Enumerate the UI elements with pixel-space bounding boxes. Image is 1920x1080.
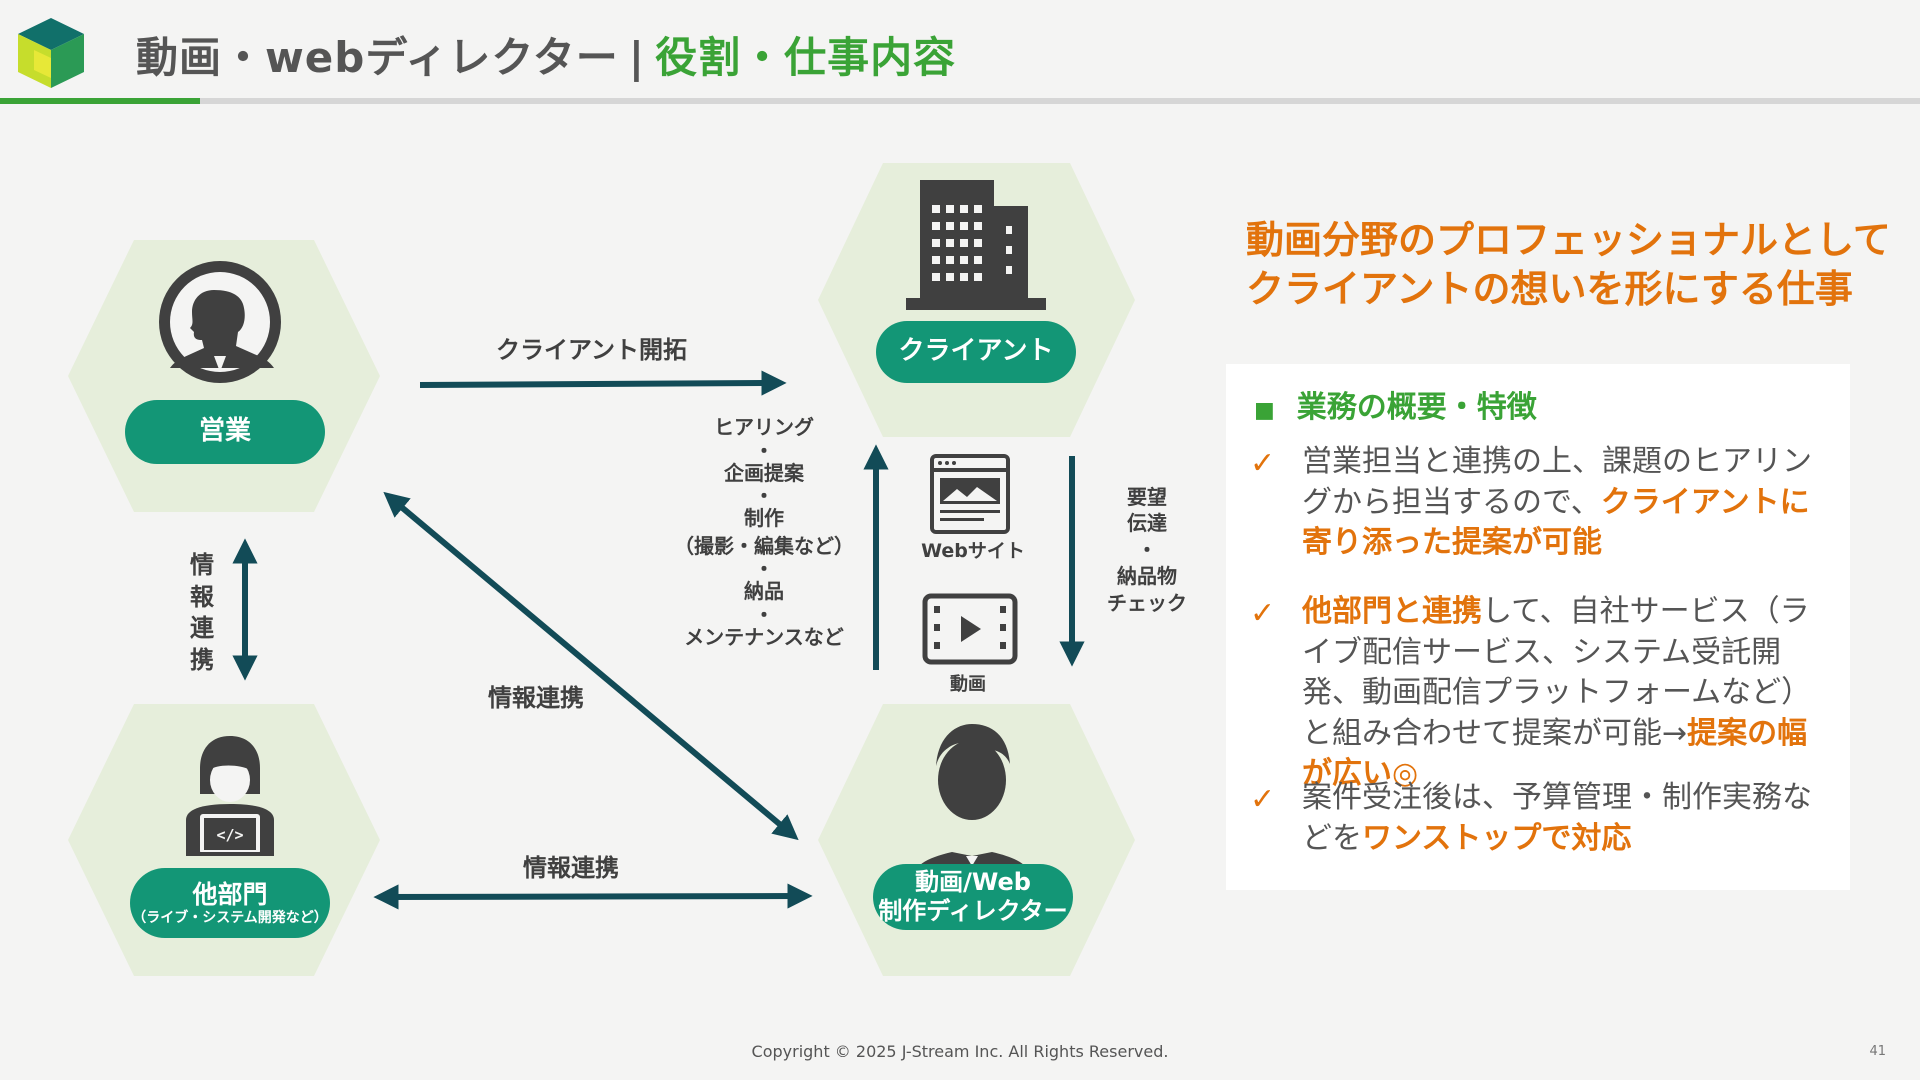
node-client: クライアント (876, 321, 1076, 383)
bullet-3: 案件受注後は、予算管理・制作実務などをワンストップで対応 (1302, 778, 1836, 859)
check-icon: ✓ (1250, 446, 1276, 481)
heading-marker: ■ (1254, 398, 1275, 423)
requests-label: 要望 伝達 ・ 納品物 チェック (1092, 484, 1202, 616)
process-step: ・ (754, 557, 774, 582)
process-step: 納品 (744, 579, 784, 604)
header-divider-accent (0, 98, 200, 104)
heading-text: 業務の概要・特徴 (1296, 390, 1537, 425)
process-step: ・ (754, 438, 774, 463)
copyright: Copyright © 2025 J-Stream Inc. All Right… (751, 1042, 1169, 1061)
title-main: 動画・webディレクター (136, 33, 619, 82)
label-info-link-bottom: 情報連携 (523, 854, 619, 882)
process-step: ・ (754, 602, 774, 627)
vertical-char: 連 (190, 614, 214, 643)
title-separator: | (628, 33, 646, 82)
bullet-2-text: して、自社サービス（ライブ配信サービス、システム受託開発、動画配信プラットフォー… (1302, 594, 1812, 751)
developer-icon: </> (186, 736, 274, 856)
node-sales-label: 営業 (198, 416, 251, 447)
page-title: 動画・webディレクター|役割・仕事内容 (136, 24, 956, 85)
header-divider (0, 98, 1920, 104)
bullet-2-highlight-2: 提案の幅が広い◎ (1302, 715, 1808, 792)
headline-line2: クライアントの想いを形にする仕事 (1246, 267, 1853, 312)
headline-line1: 動画分野のプロフェッショナルとして (1246, 218, 1891, 262)
arrow-client-development (419, 370, 787, 396)
arrow-info-link-diagonal (383, 491, 799, 841)
node-director-line1: 動画/Web (915, 868, 1031, 897)
bullet-1-text: 営業担当と連携の上、課題のヒアリングから担当するので、 (1302, 444, 1812, 520)
title-subtitle: 役割・仕事内容 (655, 33, 957, 82)
vertical-char: 報 (190, 582, 214, 611)
process-step: 企画提案 (724, 460, 804, 485)
process-steps: ヒアリング ・ 企画提案 ・ 制作 （撮影・編集など） ・ 納品 ・ メンテナン… (664, 414, 864, 652)
label-website: Webサイト (921, 540, 1025, 562)
panel-heading: ■ 業務の概要・特徴 (1254, 382, 1537, 426)
video-icon (922, 593, 1018, 665)
node-director: 動画/Web 制作ディレクター (873, 864, 1073, 930)
check-icon: ✓ (1250, 596, 1276, 631)
website-icon (930, 454, 1010, 534)
process-step: ・ (754, 484, 774, 509)
request-line: 納品物 (1117, 564, 1177, 589)
bullet-3-highlight: ワンストップで対応 (1362, 820, 1632, 856)
request-line: チェック (1107, 590, 1187, 615)
vertical-char: 携 (190, 646, 214, 675)
vertical-char: 情 (190, 551, 214, 579)
label-video: 動画 (950, 674, 986, 695)
request-line: 伝達 (1127, 511, 1167, 536)
bullet-3-text: 案件受注後は、予算管理・制作実務などを (1302, 780, 1812, 856)
label-info-link-vertical: 情 報 連 携 (187, 550, 217, 677)
page-number: 41 (1869, 1044, 1886, 1059)
node-other-line1: 他部門 (192, 879, 268, 909)
bullet-1-highlight: クライアントに寄り添った提案が可能 (1302, 484, 1810, 561)
request-line: ・ (1137, 537, 1157, 562)
node-client-label: クライアント (898, 336, 1054, 367)
process-step: （撮影・編集など） (674, 533, 854, 558)
check-icon: ✓ (1250, 782, 1276, 817)
svg-text:</>: </> (216, 826, 243, 844)
process-step: ヒアリング (714, 415, 814, 439)
arrow-info-link-bottom (373, 883, 813, 910)
logo-icon (18, 18, 84, 88)
request-line: 要望 (1127, 485, 1167, 509)
label-client-development: クライアント開拓 (496, 336, 688, 364)
overview-panel: ■ 業務の概要・特徴 ✓ 営業担当と連携の上、課題のヒアリングから担当するので、ク… (1226, 364, 1850, 890)
businessman-icon (159, 261, 281, 383)
node-director-line2: 制作ディレクター (878, 897, 1068, 925)
node-other-line2: （ライブ・システム開発など） (132, 909, 328, 926)
process-step: メンテナンスなど (684, 624, 844, 649)
building-icon (906, 180, 1046, 310)
process-step: 制作 (744, 506, 784, 531)
bullet-2: 他部門と連携して、自社サービス（ライブ配信サービス、システム受託開発、動画配信プ… (1302, 592, 1836, 795)
node-other-dept: 他部門 （ライブ・システム開発など） (130, 868, 330, 938)
label-info-link-diagonal: 情報連携 (488, 684, 584, 712)
bullet-1: 営業担当と連携の上、課題のヒアリングから担当するので、クライアントに寄り添った提… (1302, 442, 1836, 564)
bullet-2-highlight-1: 他部門と連携 (1302, 594, 1482, 629)
headline: 動画分野のプロフェッショナルとして クライアントの想いを形にする仕事 (1246, 216, 1891, 315)
node-sales: 営業 (125, 400, 325, 464)
